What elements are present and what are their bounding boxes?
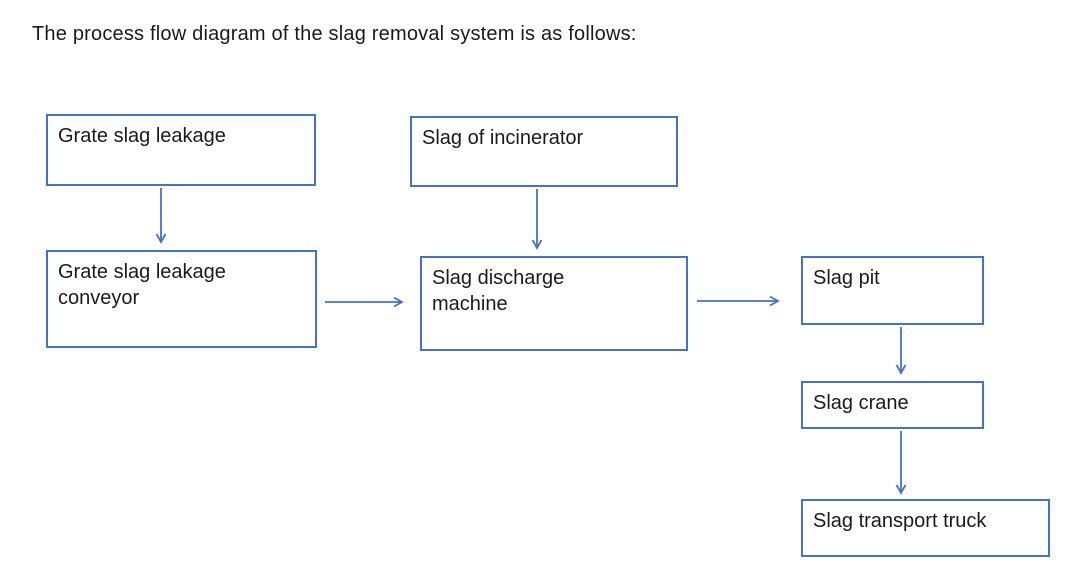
node-slag-pit: Slag pit — [801, 256, 984, 325]
diagram-title: The process flow diagram of the slag rem… — [32, 23, 637, 45]
node-slag-discharge-machine: Slag discharge machine — [420, 256, 688, 351]
node-slag-transport-truck: Slag transport truck — [801, 499, 1050, 557]
node-grate-slag-leakage-conveyor: Grate slag leakage conveyor — [46, 250, 317, 348]
node-slag-of-incinerator: Slag of incinerator — [410, 116, 678, 187]
node-slag-crane: Slag crane — [801, 381, 984, 429]
node-grate-slag-leakage: Grate slag leakage — [46, 114, 316, 186]
